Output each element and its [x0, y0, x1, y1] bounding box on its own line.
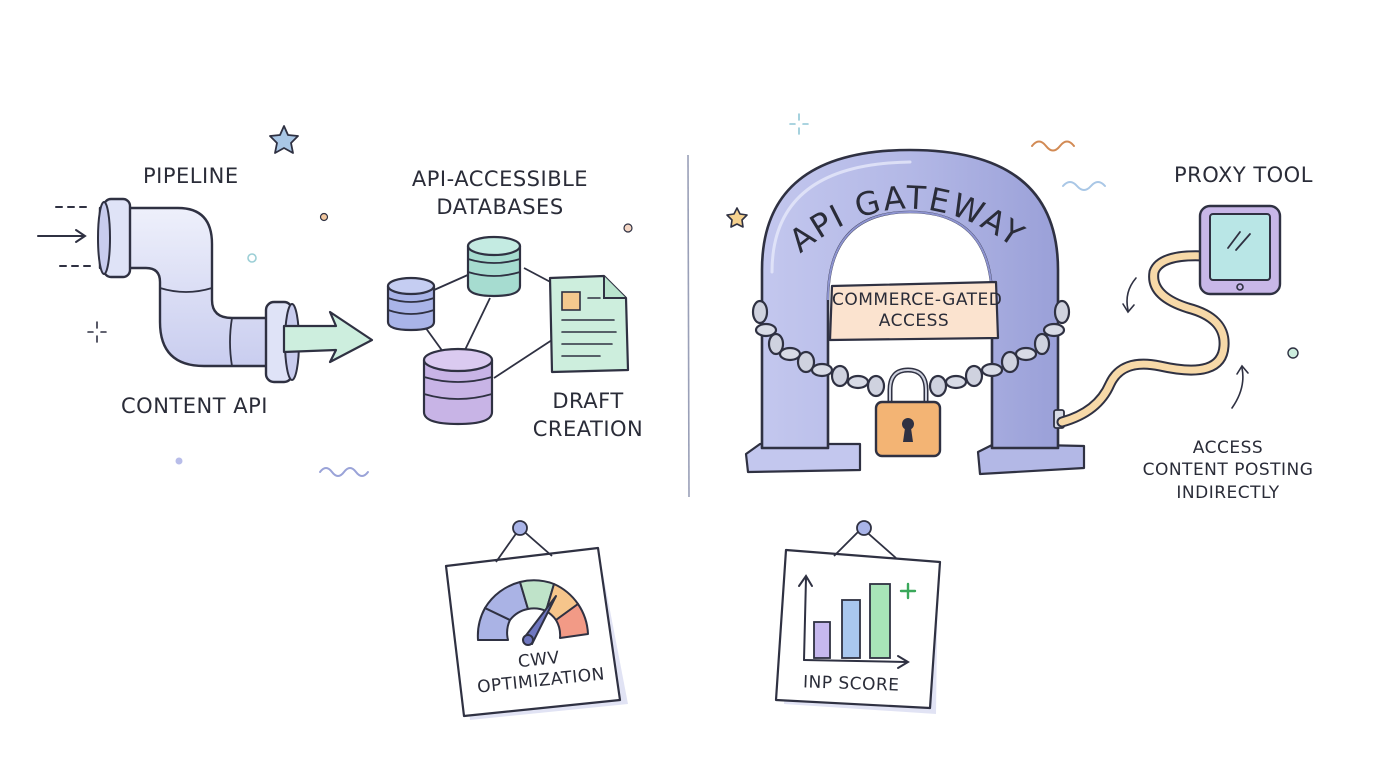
database-icon	[422, 347, 494, 426]
squiggle-icon	[1062, 181, 1106, 191]
api-databases-line2: DATABASES	[436, 195, 564, 220]
api-databases-label: API-ACCESSIBLE DATABASES	[400, 167, 600, 220]
draft-line1: DRAFT	[552, 389, 624, 413]
squiggle-icon	[1031, 140, 1075, 152]
proxy-cable	[1056, 250, 1249, 428]
dot-icon	[319, 212, 329, 222]
draft-line2: CREATION	[532, 417, 644, 442]
star-icon	[726, 207, 748, 228]
sparkle-icon	[87, 321, 107, 343]
document-icon	[548, 274, 630, 374]
commerce-line2: ACCESS	[878, 311, 950, 332]
access-line1: ACCESS	[1192, 438, 1264, 458]
dot-icon	[247, 253, 257, 263]
sparkle-icon	[789, 113, 809, 135]
pipeline-label: PIPELINE	[143, 164, 239, 188]
star-icon	[269, 125, 299, 154]
database-network	[386, 235, 630, 426]
draft-creation-label: DRAFT CREATION	[528, 389, 648, 442]
lock-icon	[874, 367, 942, 458]
inp-card	[774, 520, 942, 714]
database-icon	[386, 276, 436, 332]
access-line3: INDIRECTLY	[1176, 482, 1280, 503]
commerce-gated-sign	[828, 280, 1000, 342]
chain-icon	[751, 299, 1071, 398]
database-icon	[466, 235, 522, 298]
access-line2: CONTENT POSTING	[1142, 460, 1314, 481]
content-api-label: CONTENT API	[121, 394, 268, 418]
tablet-icon	[1198, 204, 1282, 296]
api-gateway-arch: API GATEWAY	[744, 148, 1086, 476]
squiggle-icon	[319, 467, 369, 477]
commerce-gated-label: COMMERCE-GATED ACCESS	[832, 290, 1003, 332]
inp-score-label: INP SCORE	[802, 672, 900, 696]
proxy-tool-label: PROXY TOOL	[1174, 163, 1313, 187]
section-divider	[687, 154, 690, 498]
gauge-icon	[476, 579, 589, 646]
dot-icon	[623, 223, 633, 233]
pipe-icon	[37, 197, 374, 384]
access-indirect-label: ACCESS CONTENT POSTING INDIRECTLY	[1128, 438, 1328, 503]
api-databases-line1: API-ACCESSIBLE	[411, 167, 589, 191]
bar-chart-icon	[798, 574, 917, 669]
dot-icon	[175, 457, 183, 465]
dot-icon	[1287, 347, 1299, 359]
cwv-card	[444, 520, 628, 720]
commerce-line1: COMMERCE-GATED	[832, 290, 1003, 310]
